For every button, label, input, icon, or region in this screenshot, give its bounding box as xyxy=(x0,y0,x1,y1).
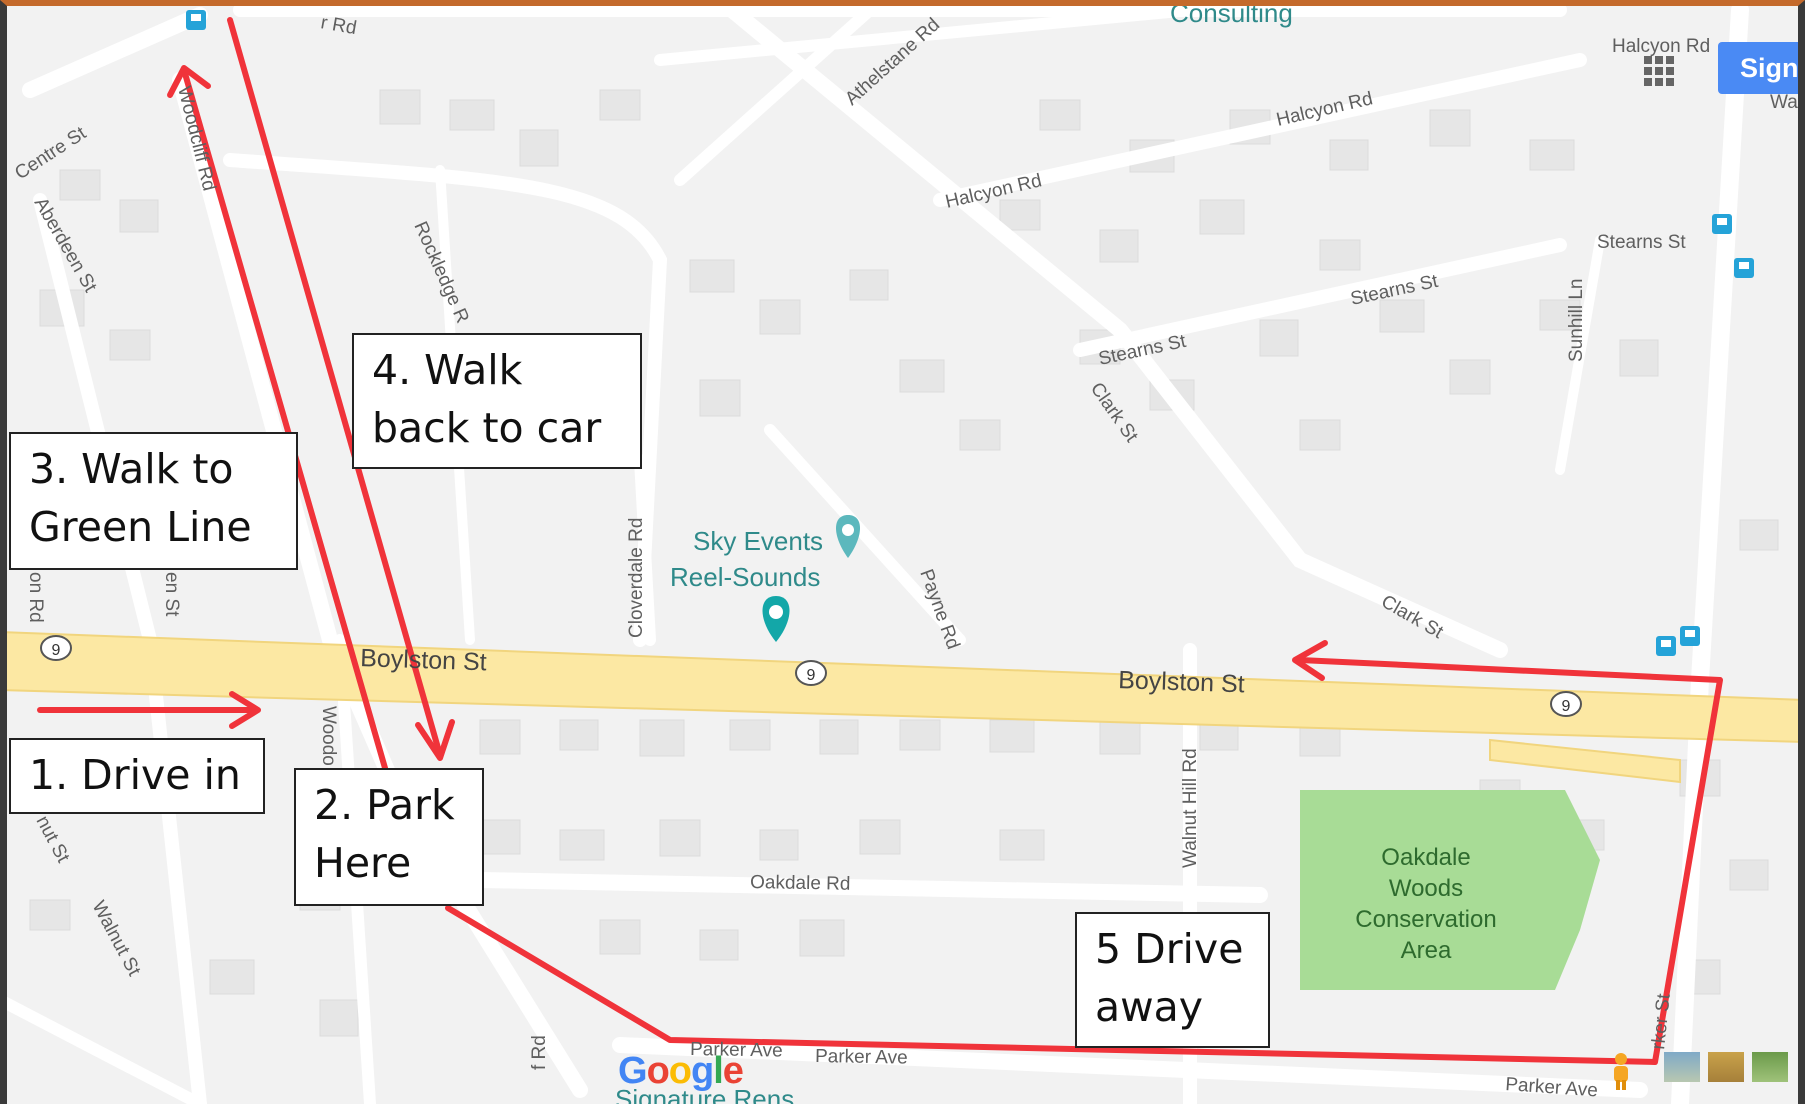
map-layer-thumbnails[interactable] xyxy=(1664,1052,1788,1082)
route-arrowheads xyxy=(167,65,1328,761)
street-label-cloverdale: Cloverdale Rd xyxy=(626,518,647,638)
street-label-halcyon-3: Halcyon Rd xyxy=(1612,36,1710,57)
sign-in-button[interactable]: Sign xyxy=(1718,42,1805,94)
satellite-thumb[interactable] xyxy=(1664,1052,1700,1082)
step-walk-to-green-line: 3. Walk to Green Line xyxy=(9,432,298,570)
street-label-f-rd: f Rd xyxy=(529,1035,550,1070)
street-label-wa: Wa xyxy=(1770,92,1798,113)
park-label-line2: Woods xyxy=(1389,875,1463,902)
cinema-icon[interactable] xyxy=(762,596,790,642)
route-shield-label: 9 xyxy=(1562,698,1571,715)
step-drive-in: 1. Drive in xyxy=(9,738,265,814)
transit-icon[interactable] xyxy=(186,10,206,30)
street-label-stearns-3: Stearns St xyxy=(1597,232,1686,253)
step-walk-back: 4. Walk back to car xyxy=(352,333,642,469)
street-label-boylston-2: Boylston St xyxy=(1118,666,1245,698)
transit-icon[interactable] xyxy=(1712,214,1732,234)
route-path xyxy=(37,17,1723,1065)
street-label-parker-2: Parker Ave xyxy=(815,1046,908,1069)
route-drive-away xyxy=(445,657,1723,1065)
apps-grid-icon[interactable] xyxy=(1644,56,1674,86)
street-label-en-st: en St xyxy=(161,572,182,617)
route-shield-label: 9 xyxy=(52,642,61,659)
park-label-line3: Conservation xyxy=(1355,906,1496,933)
poi-reel-sounds[interactable]: Reel-Sounds xyxy=(670,562,820,592)
google-logo: Google xyxy=(618,1050,744,1092)
park-label-line4: Area xyxy=(1401,937,1452,964)
street-label-on-rd: on Rd xyxy=(25,572,46,623)
street-label-walnut-hill: Walnut Hill Rd xyxy=(1180,748,1201,868)
poi-sky-events[interactable]: Sky Events xyxy=(693,526,823,556)
route-walk-to-station xyxy=(181,67,388,771)
oakdale-woods-park xyxy=(1300,790,1600,990)
transit-icon[interactable] xyxy=(1656,636,1676,656)
park-label-line1: Oakdale xyxy=(1381,844,1470,871)
street-label-woodo: Woodo xyxy=(318,706,339,766)
route-walk-back xyxy=(227,17,443,758)
street-label-boylston-1: Boylston St xyxy=(360,644,487,676)
poi-signature: Signature Rens xyxy=(615,1084,794,1104)
route-shield-icon: 9 xyxy=(795,660,827,686)
route-shield-icon: 9 xyxy=(40,635,72,661)
route-shield-label: 9 xyxy=(807,667,816,684)
route-shield-icon: 9 xyxy=(1550,691,1582,717)
transit-icon[interactable] xyxy=(1734,258,1754,278)
building-blocks xyxy=(29,89,1779,1037)
step-park-here: 2. Park Here xyxy=(294,768,484,906)
street-label-parker-1: Parker Ave xyxy=(690,1039,783,1062)
step-drive-away: 5 Drive away xyxy=(1075,912,1270,1048)
pegman-icon[interactable] xyxy=(1606,1052,1636,1092)
poi-consulting: Consulting xyxy=(1170,0,1293,28)
street-label-oakdale: Oakdale Rd xyxy=(750,872,851,895)
map-pin-icon[interactable] xyxy=(836,515,860,558)
transit-icon[interactable] xyxy=(1680,626,1700,646)
terrain-thumb[interactable] xyxy=(1708,1052,1744,1082)
street-label-sunhill: Sunhill Ln xyxy=(1566,279,1587,362)
boylston-highway xyxy=(0,630,1805,784)
earth-thumb[interactable] xyxy=(1752,1052,1788,1082)
